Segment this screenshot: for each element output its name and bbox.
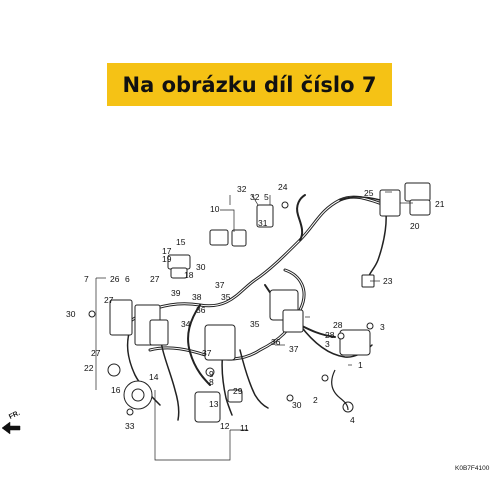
bolt-28a <box>366 322 374 330</box>
part-label: 29 <box>233 386 243 396</box>
part-label: 38 <box>192 292 202 302</box>
part-label: 3 <box>380 322 385 332</box>
bolt-30a <box>88 310 96 318</box>
part-label: 35 <box>221 292 231 302</box>
part-label: 30 <box>292 400 302 410</box>
connector-5 <box>256 204 274 228</box>
connector-31 <box>231 229 247 247</box>
fr-label: FR. <box>8 410 21 421</box>
part-label: 36 <box>271 337 281 347</box>
part-label: 23 <box>383 276 393 286</box>
part-label: 20 <box>410 221 420 231</box>
part-label: 37 <box>289 344 299 354</box>
part-label: 14 <box>149 372 159 382</box>
cover-20 <box>404 182 431 202</box>
part-label: 16 <box>111 385 121 395</box>
clip-24 <box>281 201 289 209</box>
part-label: 28 <box>325 330 335 340</box>
part-label: 32 <box>250 192 260 202</box>
cover-21 <box>409 199 431 216</box>
components <box>88 182 431 423</box>
part-label: 33 <box>125 421 135 431</box>
part-label: 7 <box>84 274 89 284</box>
part-label: 12 <box>220 421 230 431</box>
part-label: 26 <box>110 274 120 284</box>
part-label: 35 <box>250 319 260 329</box>
part-label: 10 <box>210 204 220 214</box>
part-label: 2 <box>313 395 318 405</box>
part-label: 1 <box>358 360 363 370</box>
bolt-28b <box>337 332 345 340</box>
leader-lines <box>95 191 413 461</box>
part-number-labels: 32 32 5 24 25 21 20 10 31 23 15 17 19 18… <box>66 182 445 433</box>
part-label: 30 <box>66 309 76 319</box>
center-junction <box>204 324 236 361</box>
fuse-holder <box>149 319 169 346</box>
part-label: 13 <box>209 399 219 409</box>
part-label: 11 <box>240 423 249 433</box>
connector-block-left <box>109 299 133 336</box>
front-direction-marker: FR. <box>1 410 21 435</box>
connector-18 <box>170 267 188 279</box>
connector-25 <box>379 189 401 217</box>
connector-35 <box>282 309 304 333</box>
part-label: 21 <box>435 199 445 209</box>
part-label: 5 <box>264 192 269 202</box>
part-label: 31 <box>258 218 268 228</box>
part-label: 27 <box>91 348 101 358</box>
connector-2 <box>321 374 329 382</box>
part-label: 27 <box>150 274 160 284</box>
part-label: 19 <box>162 254 172 264</box>
clamp-22 <box>107 363 121 377</box>
part-label: 9 <box>209 369 214 379</box>
sensor-13 <box>194 391 221 423</box>
part-label: 34 <box>181 319 191 329</box>
part-label: 4 <box>350 415 355 425</box>
part-label: 8 <box>209 377 214 387</box>
part-label: 3 <box>325 339 330 349</box>
part-label: 25 <box>364 188 374 198</box>
bolt-30b <box>286 394 294 402</box>
part-label: 15 <box>176 237 186 247</box>
bolt-9 <box>205 367 215 377</box>
bolt-33 <box>126 408 134 416</box>
part-label: 27 <box>104 295 114 305</box>
part-label: 6 <box>125 274 130 284</box>
part-label: 22 <box>84 363 94 373</box>
part-label: 32 <box>237 184 247 194</box>
connector-29 <box>227 389 243 403</box>
part-label: 24 <box>278 182 288 192</box>
bracket-10 <box>209 229 229 246</box>
arrow-left-icon <box>1 421 21 435</box>
part-label: 36 <box>196 305 206 315</box>
part-label: 18 <box>184 270 194 280</box>
part-label: 28 <box>333 320 343 330</box>
diagram-code: K0B7F4100 <box>455 465 490 472</box>
sensor-3 <box>339 329 371 356</box>
part-label: 37 <box>215 280 225 290</box>
part-label: 37 <box>202 348 212 358</box>
part-number-banner: Na obrázku díl číslo 7 <box>107 63 392 106</box>
part-label: 30 <box>196 262 206 272</box>
part-label: 17 <box>162 246 172 256</box>
banner-text: Na obrázku díl číslo 7 <box>122 72 377 97</box>
part-label: 39 <box>171 288 181 298</box>
